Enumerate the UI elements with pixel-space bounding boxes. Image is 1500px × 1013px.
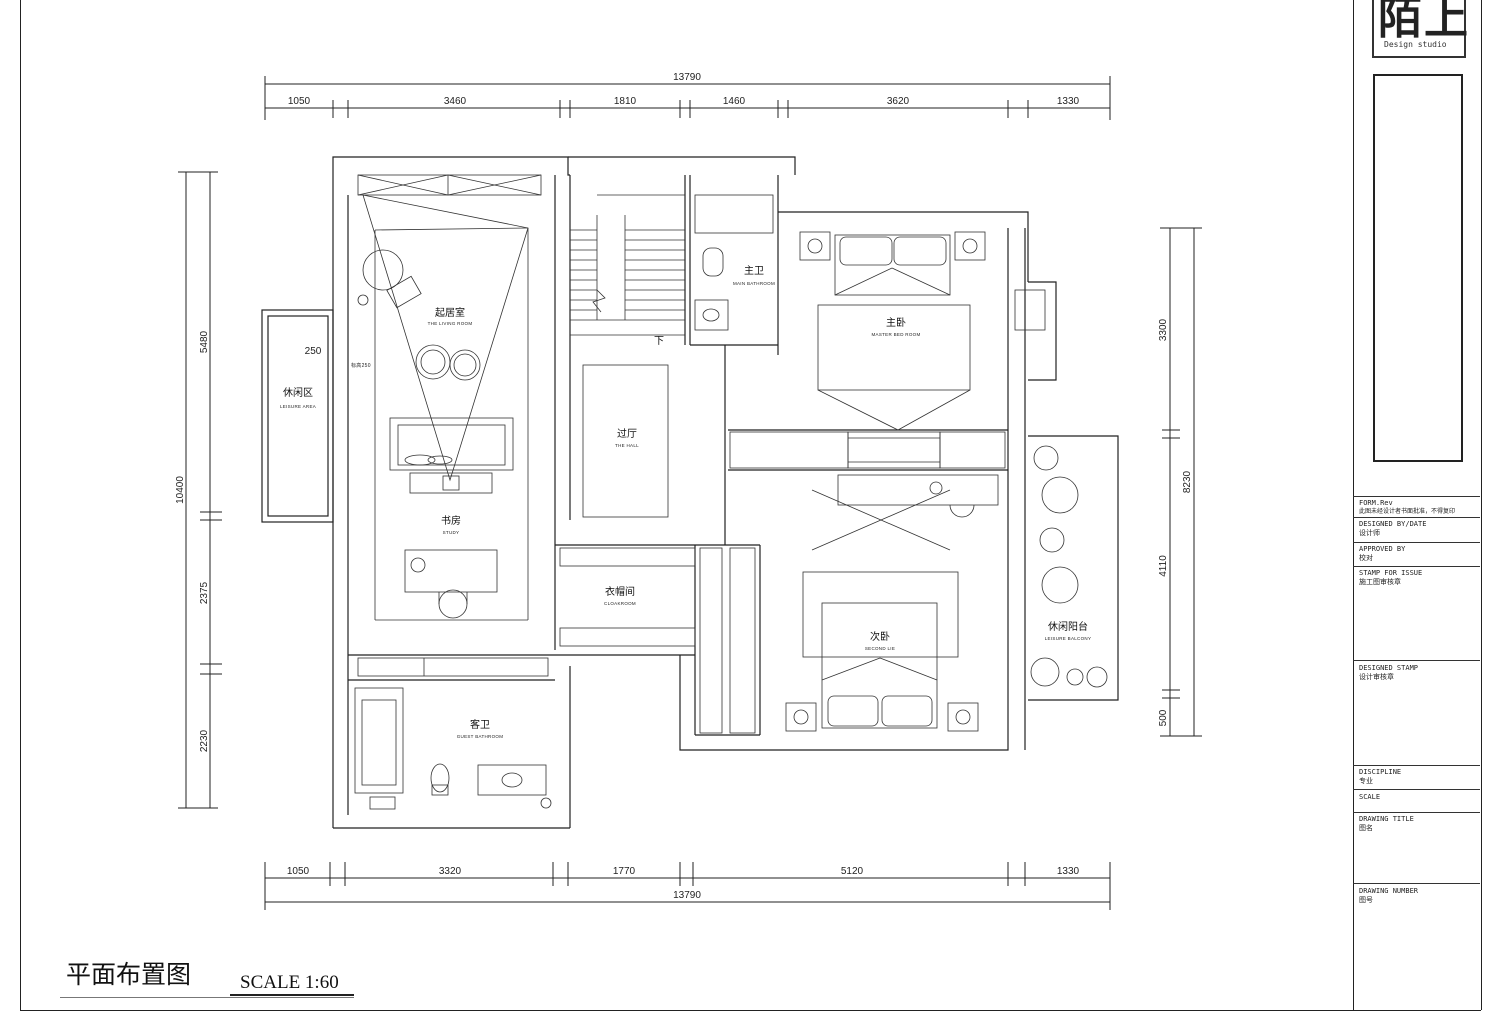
tb-form-note: 此图未经设计者书面批准，不得复印 [1359, 508, 1456, 515]
plan-scale: SCALE 1:60 [240, 972, 339, 993]
tb-divider-number [1353, 883, 1480, 884]
elevation-note: 标高250 [351, 362, 371, 369]
tb-divider-designed [1353, 517, 1480, 518]
left-dimension-lines [178, 171, 222, 809]
room-main-bath-en: MAIN BATHROOM [733, 281, 775, 286]
tb-approved-by-cn: 校对 [1359, 554, 1373, 562]
tb-divider-stamp [1353, 566, 1480, 567]
dim-top-5: 3620 [887, 96, 910, 107]
dim-bottom-5: 1330 [1057, 866, 1080, 877]
tb-designed-by: DESIGNED BY/DATE [1359, 520, 1427, 528]
tb-divider-approved [1353, 542, 1480, 543]
dim-top-3: 1810 [614, 96, 637, 107]
dim-left-1: 5480 [199, 330, 210, 353]
bottom-dimension-lines [264, 862, 1111, 910]
dim-right-1: 3300 [1158, 318, 1169, 341]
room-guest-bath-cn: 客卫 [470, 718, 490, 731]
tb-discipline-cn: 专业 [1359, 777, 1373, 785]
dim-bottom-1: 1050 [287, 866, 310, 877]
tb-divider-designed-stamp [1353, 660, 1480, 661]
room-living-cn: 起居室 [435, 306, 465, 319]
tb-approved-by: APPROVED BY [1359, 545, 1406, 553]
dim-bottom-3: 1770 [613, 866, 636, 877]
room-study-en: STUDY [443, 530, 460, 535]
dim-top-1: 1050 [288, 96, 311, 107]
room-second-bed-cn: 次卧 [870, 630, 890, 643]
title-underline [230, 994, 354, 996]
dim-left-total: 10400 [175, 476, 186, 504]
top-dimension-lines [264, 76, 1111, 120]
tb-drawing-number: DRAWING NUMBER [1359, 887, 1419, 895]
tb-designed-stamp: DESIGNED STAMP [1359, 664, 1419, 672]
room-master-bed-en: MASTER BED ROOM [871, 332, 920, 337]
tb-stamp-issue-cn: 施工图审核章 [1359, 578, 1401, 586]
right-dimension-lines [1160, 227, 1202, 737]
dim-left-3: 2230 [199, 729, 210, 752]
dim-right-3: 500 [1158, 709, 1169, 726]
room-cloakroom-en: CLOAKROOM [604, 601, 636, 606]
dim-small-250: 250 [305, 346, 322, 357]
tb-discipline: DISCIPLINE [1359, 768, 1402, 776]
exterior-walls [261, 156, 1119, 829]
stair-treads [570, 229, 685, 321]
tb-divider-title [1353, 812, 1480, 813]
dim-bottom-2: 3320 [439, 866, 462, 877]
dim-top-4: 1460 [723, 96, 746, 107]
tb-stamp-issue: STAMP FOR ISSUE [1359, 569, 1423, 577]
stair-down-label: 下 [654, 336, 664, 347]
room-balcony-en: LEISURE BALCONY [1045, 636, 1092, 641]
tb-divider-scale [1353, 789, 1480, 790]
tb-drawing-number-cn: 图号 [1359, 896, 1373, 904]
room-guest-bath-en: GUEST BATHROOM [457, 734, 504, 739]
furniture [354, 174, 1108, 810]
tb-designed-stamp-cn: 设计审核章 [1359, 673, 1394, 681]
tb-divider-discipline [1353, 765, 1480, 766]
room-cloakroom-cn: 衣帽间 [605, 585, 635, 598]
room-master-bed-cn: 主卧 [886, 316, 906, 329]
tb-drawing-title-cn: 图名 [1359, 824, 1373, 832]
dim-left-2: 2375 [199, 581, 210, 604]
tb-designed-by-cn: 设计师 [1359, 529, 1380, 537]
tb-drawing-title: DRAWING TITLE [1359, 815, 1414, 823]
dim-top-2: 3460 [444, 96, 467, 107]
studio-logo: 陌上 [1378, 0, 1470, 44]
dim-top-6: 1330 [1057, 96, 1080, 107]
room-second-bed-en: SECOND LIE [865, 646, 895, 651]
tb-divider-form [1353, 496, 1480, 497]
drawing-sheet-border [20, 0, 1481, 1011]
title-block [1353, 0, 1482, 1010]
room-main-bath-cn: 主卫 [744, 265, 764, 277]
dim-bottom-4: 5120 [841, 866, 864, 877]
dim-right-2: 4110 [1158, 555, 1169, 577]
room-leisure-en: LEISURE AREA [280, 404, 316, 409]
plan-title: 平面布置图 [66, 960, 192, 989]
title-baseline [60, 997, 354, 998]
room-hall-en: THE HALL [615, 443, 639, 448]
room-balcony-cn: 休闲阳台 [1048, 620, 1088, 633]
tb-scale: SCALE [1359, 793, 1381, 801]
room-study-cn: 书房 [441, 514, 461, 527]
room-leisure-cn: 休闲区 [283, 386, 313, 399]
dim-bottom-total: 13790 [673, 890, 701, 901]
logo-box [1372, 0, 1466, 58]
tb-form-rev: FORM.Rev [1359, 499, 1393, 507]
title-block-frame [1373, 74, 1463, 462]
dim-top-total: 13790 [673, 72, 701, 83]
studio-logo-subtitle: Design studio [1384, 40, 1447, 49]
room-hall-cn: 过厅 [617, 427, 637, 440]
room-living-en: THE LIVING ROOM [428, 321, 473, 326]
dim-right-total: 8230 [1182, 470, 1193, 493]
